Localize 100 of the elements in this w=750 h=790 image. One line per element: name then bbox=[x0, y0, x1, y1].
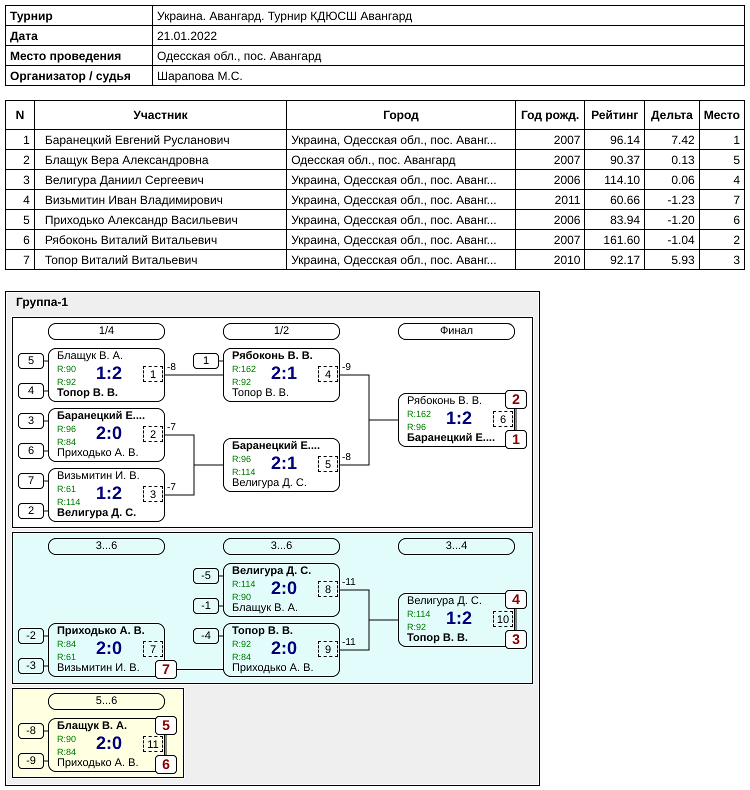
connector-line bbox=[176, 669, 224, 670]
bracket-section bbox=[12, 532, 533, 684]
city-name: Украина, Одесская обл., пос. Аванг... bbox=[286, 130, 516, 150]
rating: R:96 bbox=[407, 422, 426, 432]
seed-number: -1 bbox=[193, 598, 219, 614]
birth-year: 2011 bbox=[515, 190, 585, 210]
edge-label: -9 bbox=[342, 362, 351, 373]
place-badge: 7 bbox=[155, 660, 177, 679]
place-value: 5 bbox=[699, 150, 744, 170]
match-number: 5 bbox=[318, 456, 338, 472]
participant-name: Рябоконь Виталий Витальевич bbox=[34, 230, 287, 250]
rating: R:90 bbox=[57, 364, 76, 375]
place-badge: 5 bbox=[155, 716, 177, 735]
field-label: Организатор / судья bbox=[6, 66, 152, 86]
match-score: 2:0 bbox=[271, 578, 298, 598]
match-number: 1 bbox=[143, 366, 163, 382]
seed-number: 3 bbox=[18, 413, 44, 429]
rating: R:92 bbox=[232, 639, 252, 650]
player-name: Блащук В. А. bbox=[57, 350, 124, 363]
delta-value: 0.06 bbox=[644, 170, 700, 190]
birth-year: 2007 bbox=[515, 230, 585, 250]
rating: R:114 bbox=[232, 579, 256, 590]
rating-value: 60.66 bbox=[584, 190, 645, 210]
edge-label: -11 bbox=[342, 637, 356, 648]
bracket-section bbox=[12, 688, 184, 778]
seed-number: -2 bbox=[18, 628, 44, 644]
city-name: Украина, Одесская обл., пос. Аванг... bbox=[286, 230, 516, 250]
player-name: Приходько А. В. bbox=[57, 447, 139, 460]
field-value: Шарапова М.С. bbox=[152, 66, 744, 86]
delta-value: 0.13 bbox=[644, 150, 700, 170]
player-name: Блащук В. А. bbox=[232, 602, 298, 615]
delta-value: 7.42 bbox=[644, 130, 700, 150]
player-name: Визьмитин И. В. bbox=[57, 662, 140, 675]
rating: R:92 bbox=[57, 377, 76, 388]
match-number: 3 bbox=[143, 486, 163, 502]
row-number: 7 bbox=[6, 250, 34, 270]
row-number: 3 bbox=[6, 170, 34, 190]
rating-value: 114.10 bbox=[584, 170, 645, 190]
player-name: Приходько А. В. bbox=[57, 757, 139, 770]
player-name: Топор В. В. bbox=[232, 625, 293, 638]
seed-number: 4 bbox=[18, 383, 44, 399]
player-name: Топор В. В. bbox=[232, 387, 290, 400]
rating-value: 92.17 bbox=[584, 250, 645, 270]
city-name: Одесская обл., пос. Авангард bbox=[286, 150, 516, 170]
participant-name: Велигура Даниил Сергеевич bbox=[34, 170, 287, 190]
participant-name: Блащук Вера Александровна bbox=[34, 150, 287, 170]
participant-name: Топор Виталий Витальевич bbox=[34, 250, 287, 270]
player-name: Визьмитин И. В. bbox=[57, 470, 140, 483]
match-card bbox=[223, 563, 340, 617]
match-number: 10 bbox=[493, 611, 513, 627]
city-name: Украина, Одесская обл., пос. Аванг... bbox=[286, 210, 516, 230]
place-value: 7 bbox=[699, 190, 744, 210]
seed-number: 5 bbox=[18, 353, 44, 369]
player-name: Приходько А. В. bbox=[232, 662, 314, 675]
match-score: 2:0 bbox=[271, 638, 298, 658]
player-name: Велигура Д. С. bbox=[232, 477, 307, 490]
field-label: Место проведения bbox=[6, 46, 152, 66]
connector-line bbox=[44, 360, 48, 362]
rating: R:92 bbox=[407, 622, 426, 633]
rating: R:84 bbox=[57, 437, 76, 448]
row-number: 1 bbox=[6, 130, 34, 150]
group-panel bbox=[5, 291, 540, 786]
rating: R:90 bbox=[57, 734, 76, 745]
rating-value: 161.60 bbox=[584, 230, 645, 250]
match-number: 6 bbox=[493, 411, 513, 427]
bracket-section bbox=[12, 317, 533, 528]
match-score: 2:0 bbox=[96, 638, 122, 658]
row-number: 2 bbox=[6, 150, 34, 170]
field-value: Украина. Авангард. Турнир КДЮСШ Авангард bbox=[152, 6, 744, 26]
rating: R:114 bbox=[57, 497, 80, 508]
round-header: 3...6 bbox=[48, 538, 165, 555]
round-header: 1/2 bbox=[223, 323, 340, 340]
column-header: Место bbox=[699, 100, 744, 130]
match-score: 1:2 bbox=[96, 363, 122, 383]
match-card bbox=[48, 468, 165, 522]
place-badge: 3 bbox=[505, 630, 527, 649]
player-name: Топор В. В. bbox=[57, 387, 118, 400]
seed-number: -3 bbox=[18, 658, 44, 674]
field-label: Турнир bbox=[6, 6, 152, 26]
match-score: 1:2 bbox=[446, 608, 472, 628]
rating: R:96 bbox=[232, 454, 252, 465]
place-value: 6 bbox=[699, 210, 744, 230]
delta-value: -1.20 bbox=[644, 210, 700, 230]
connector-line bbox=[340, 620, 398, 650]
field-label: Дата bbox=[6, 26, 152, 46]
place-value: 3 bbox=[699, 250, 744, 270]
player-name: Велигура Д. С. bbox=[232, 565, 312, 578]
rating-value: 96.14 bbox=[584, 130, 645, 150]
rating: R:90 bbox=[232, 592, 252, 603]
rating-value: 83.94 bbox=[584, 210, 645, 230]
seed-number: 2 bbox=[18, 503, 44, 519]
column-header: Дельта bbox=[644, 100, 700, 130]
seed-number: -4 bbox=[193, 628, 219, 644]
column-header: Участник bbox=[34, 100, 287, 130]
participant-name: Визьмитин Иван Владимирович bbox=[34, 190, 287, 210]
city-name: Украина, Одесская обл., пос. Аванг... bbox=[286, 170, 516, 190]
match-number: 9 bbox=[318, 641, 338, 657]
match-score: 1:2 bbox=[96, 483, 122, 503]
place-badge: 1 bbox=[505, 430, 527, 449]
connector-line bbox=[218, 360, 224, 362]
